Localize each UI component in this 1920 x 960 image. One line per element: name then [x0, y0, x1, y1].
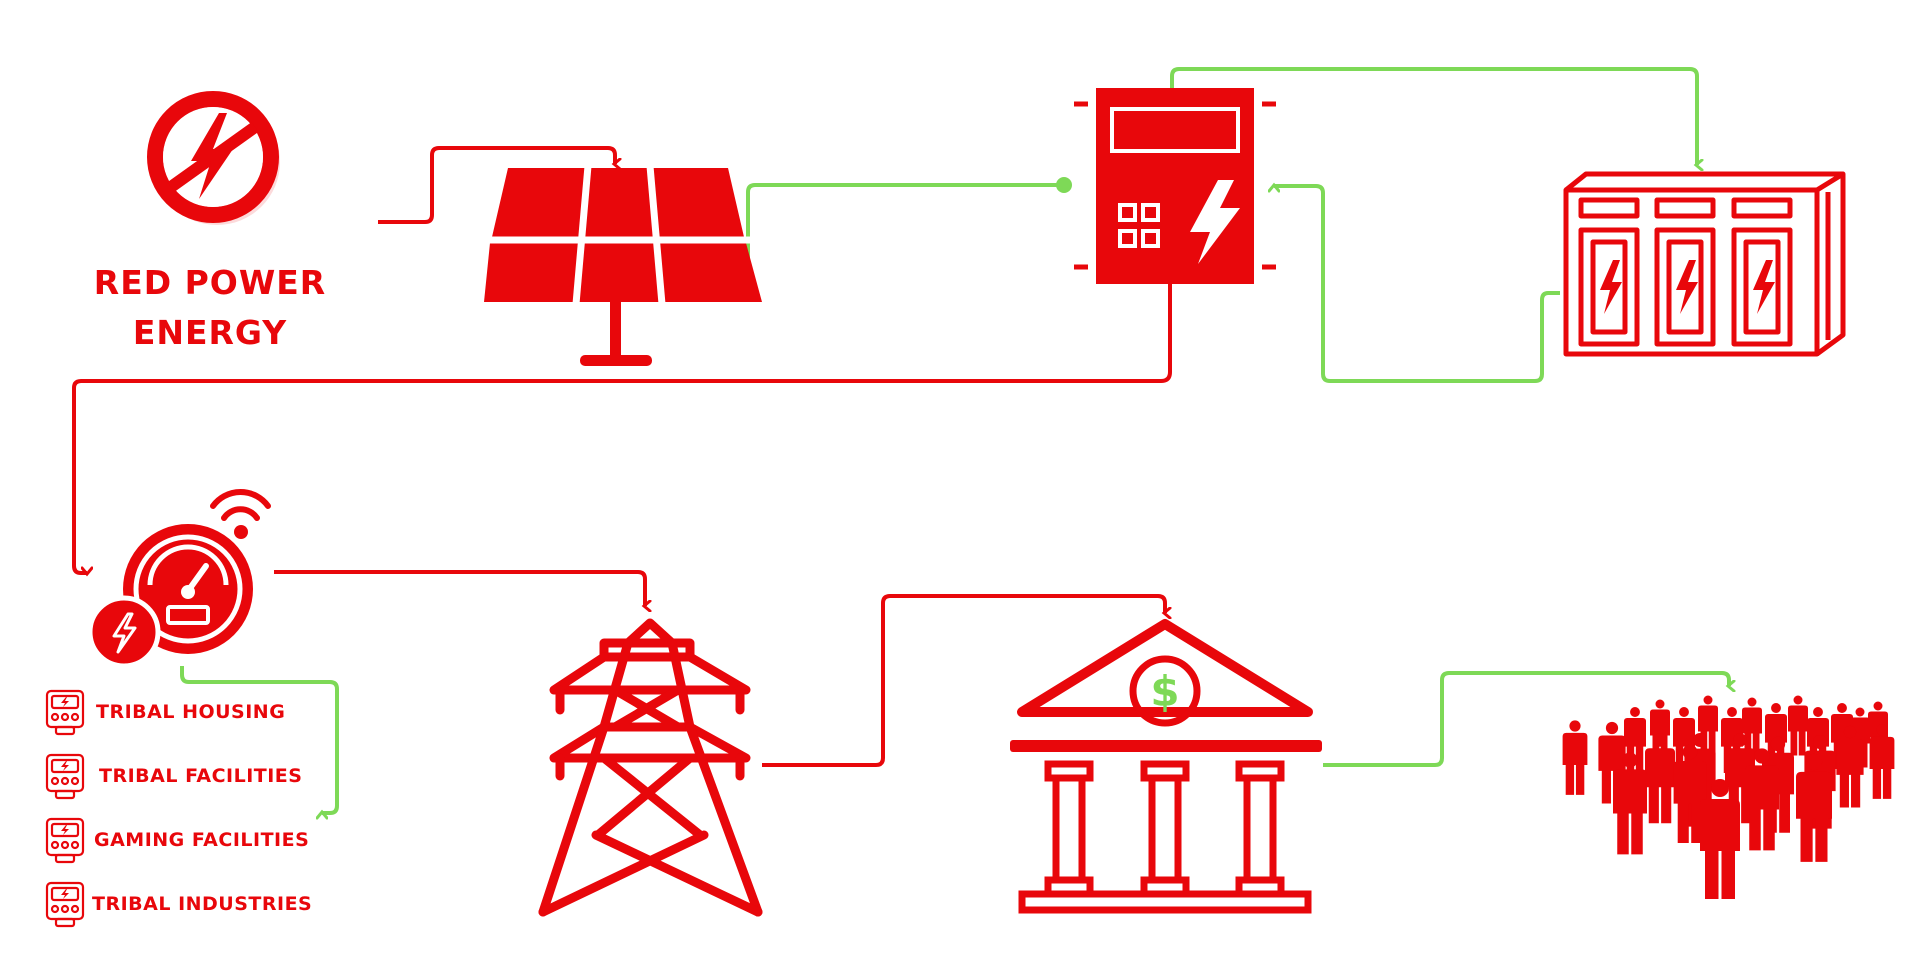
- connector-battery-to-inverter: [1274, 186, 1560, 383]
- person-head: [1837, 703, 1847, 713]
- person-head: [1873, 701, 1883, 711]
- community-people-icon: [1562, 695, 1895, 899]
- meter-icon: [45, 753, 85, 800]
- person-head: [1605, 721, 1619, 735]
- person-head: [1653, 733, 1667, 747]
- person-head: [1876, 724, 1888, 736]
- list-item-label: TRIBAL INDUSTRIES: [92, 893, 313, 915]
- bolt-icon: [1676, 260, 1698, 314]
- brand-line-2: ENERGY: [132, 313, 288, 352]
- person-head: [1770, 736, 1786, 752]
- connector-solar-to-inverter: [746, 183, 1062, 266]
- person-head: [1855, 707, 1865, 717]
- person-head: [1747, 697, 1757, 707]
- person-body: [1700, 799, 1740, 899]
- list-item-label: GAMING FACILITIES: [94, 829, 310, 851]
- person-head: [1692, 732, 1708, 748]
- person-body: [1788, 705, 1808, 756]
- person-head: [1711, 779, 1729, 797]
- person-head: [1630, 707, 1640, 717]
- list-item: TRIBAL FACILITIES: [40, 752, 370, 800]
- person-body: [1869, 736, 1895, 799]
- person-body: [1698, 705, 1718, 756]
- person-body: [1613, 769, 1647, 855]
- no-power-logo-icon: [147, 91, 280, 225]
- person-head: [1793, 695, 1803, 705]
- brand-name: RED POWER ENERGY: [60, 258, 360, 358]
- list-item-label: TRIBAL FACILITIES: [99, 765, 303, 787]
- bolt-icon: [1753, 260, 1775, 314]
- smart-meter-icon: [87, 489, 271, 669]
- person-body: [1562, 732, 1588, 795]
- person-head: [1754, 748, 1770, 764]
- person-head: [1622, 752, 1638, 768]
- list-item: GAMING FACILITIES: [40, 816, 370, 864]
- person-body: [1796, 771, 1832, 862]
- list-item: TRIBAL INDUSTRIES: [40, 880, 370, 928]
- list-item-label: TRIBAL HOUSING: [96, 701, 286, 723]
- person-body: [1836, 739, 1864, 808]
- dollar-icon: $: [1150, 667, 1179, 716]
- person-body: [1673, 761, 1707, 844]
- person-head: [1813, 707, 1823, 717]
- connector-dot: [1056, 177, 1072, 193]
- connector-tower-to-bank: [762, 594, 1165, 767]
- person-body: [1742, 707, 1762, 758]
- person-head: [1727, 707, 1737, 717]
- transmission-tower-icon: [538, 618, 763, 917]
- person-head: [1812, 734, 1828, 750]
- brand-line-1: RED POWER: [93, 263, 327, 302]
- person-head: [1682, 744, 1698, 760]
- person-head: [1805, 753, 1823, 771]
- connector-meter-to-destinations: [180, 666, 339, 813]
- battery-storage-icon: [1563, 171, 1846, 357]
- person-head: [1843, 725, 1857, 739]
- connector-logo-to-solar: [378, 146, 615, 224]
- list-item: TRIBAL HOUSING: [40, 688, 370, 736]
- connector-bank-to-people: [1323, 671, 1729, 767]
- connector-inverter-to-meter: [72, 282, 1172, 573]
- person-head: [1771, 703, 1781, 713]
- person-body: [1745, 765, 1779, 851]
- person-head: [1655, 699, 1665, 709]
- bolt-icon: [1600, 260, 1622, 314]
- bank-icon: $: [1010, 619, 1322, 914]
- solar-panel-icon: [484, 165, 762, 366]
- connector-inverter-to-battery: [1170, 67, 1697, 165]
- meter-icon: [45, 881, 85, 928]
- person-body: [1645, 748, 1675, 824]
- person-head: [1703, 695, 1713, 705]
- meter-icon: [45, 817, 85, 864]
- connector-meter-to-tower: [274, 570, 645, 606]
- person-head: [1569, 720, 1581, 732]
- person-head: [1733, 733, 1747, 747]
- meter-icon: [45, 689, 85, 736]
- person-head: [1679, 707, 1689, 717]
- inverter-icon: [1074, 88, 1276, 284]
